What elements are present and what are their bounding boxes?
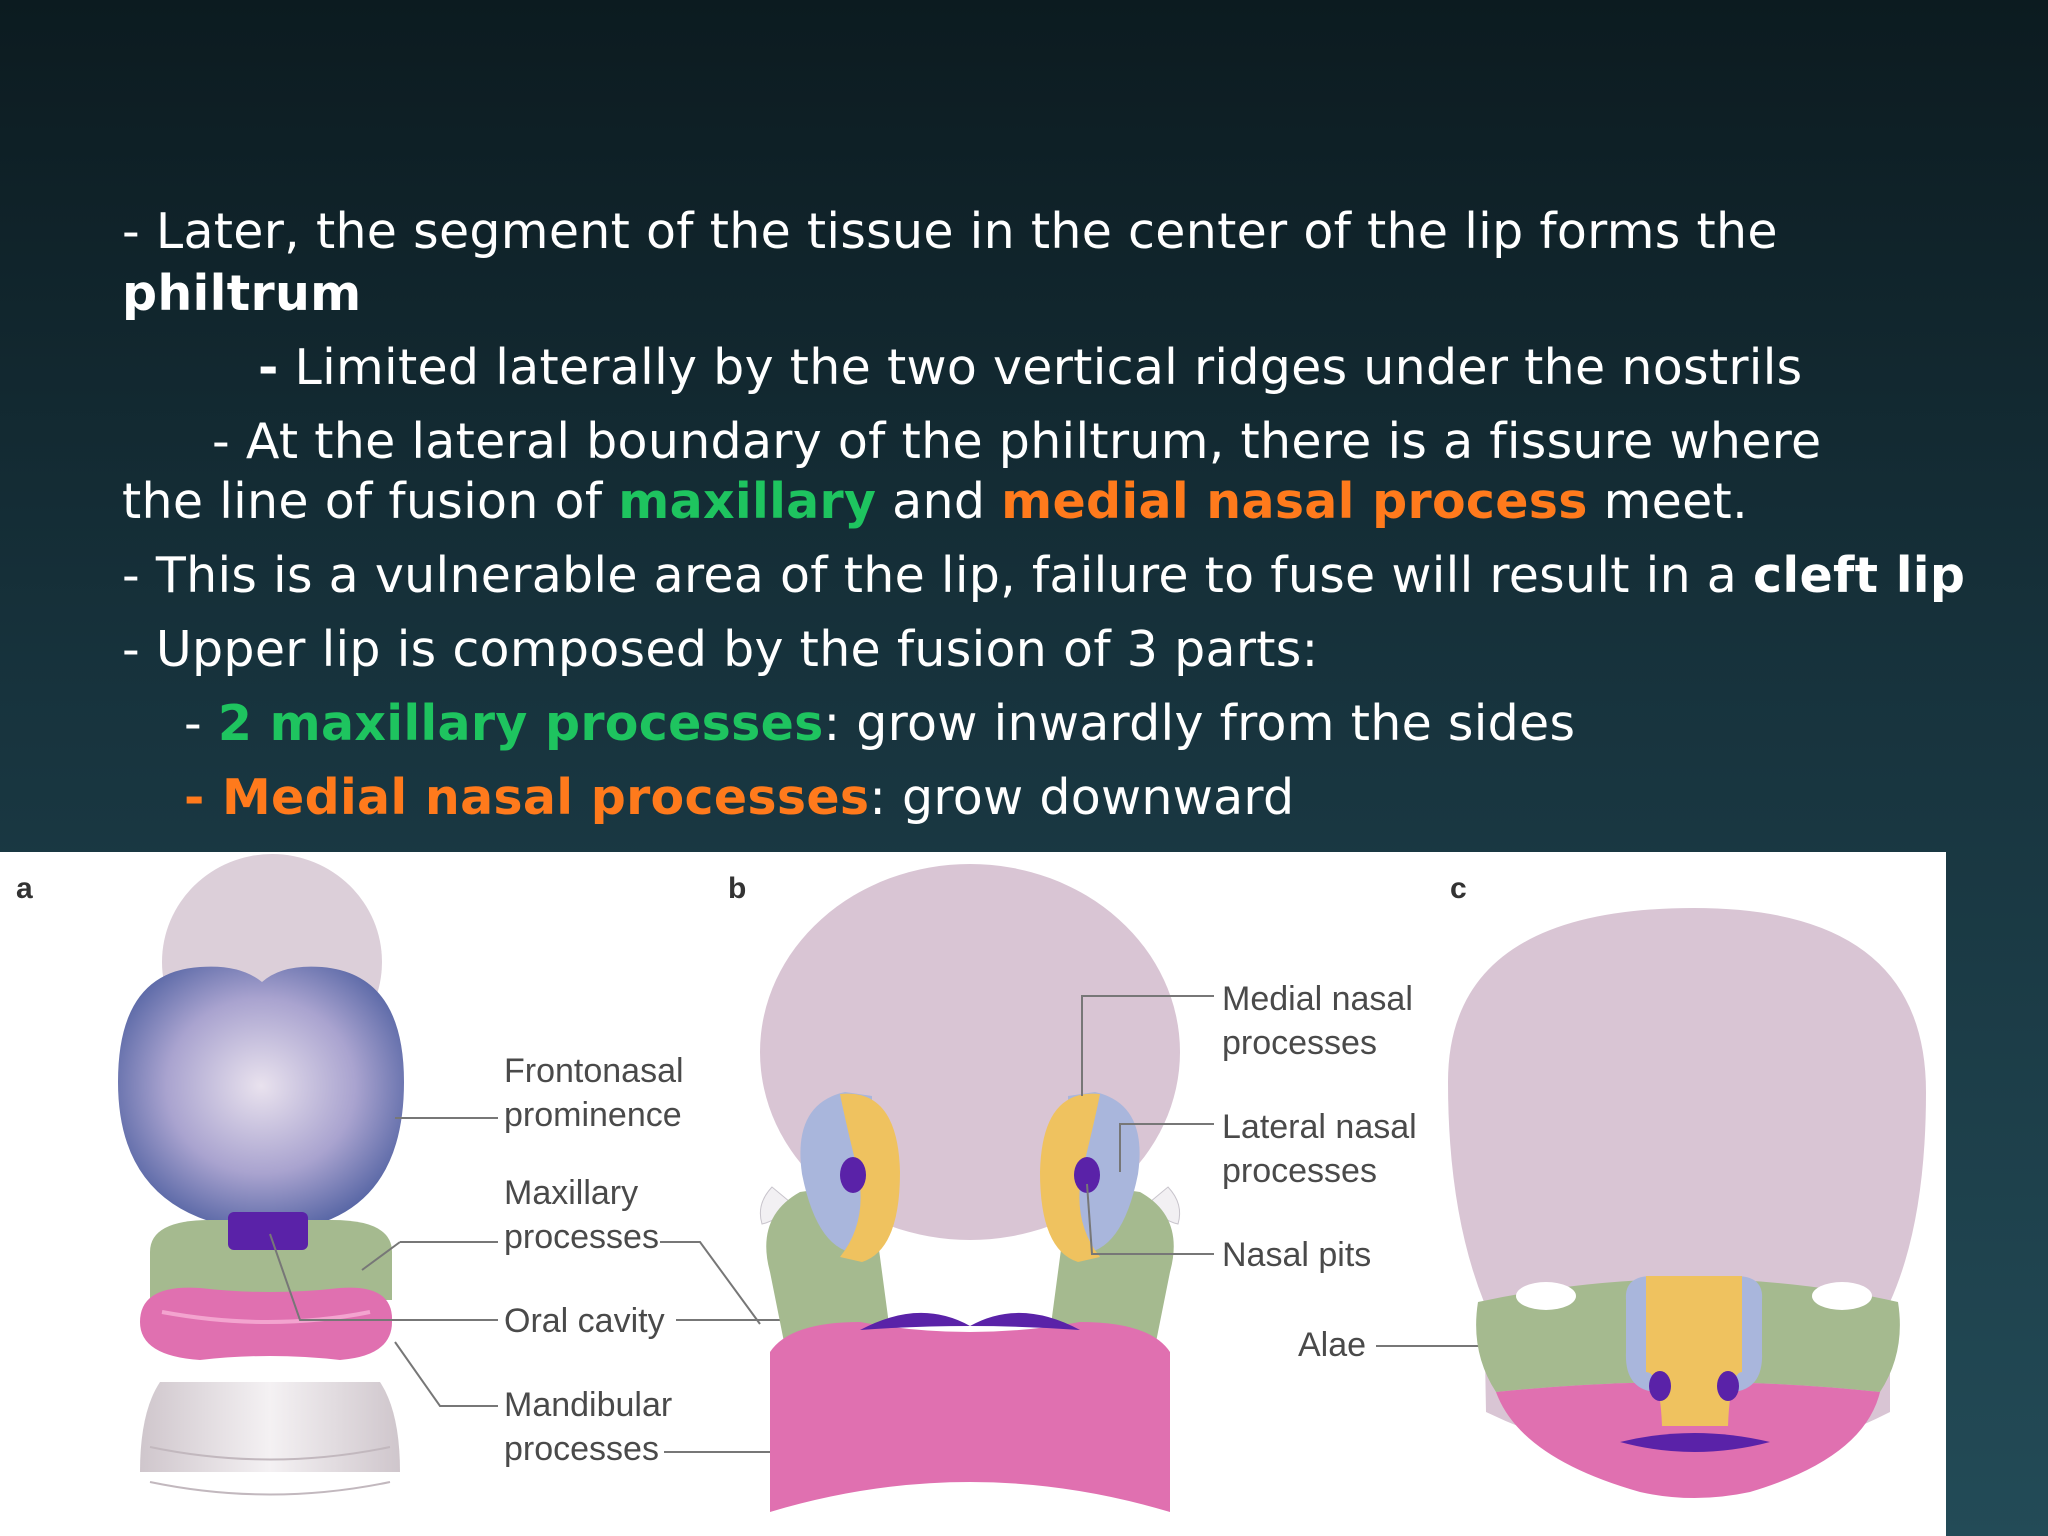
leader-lateral-nasal xyxy=(1119,1123,1214,1172)
ala-left-c xyxy=(1516,1282,1576,1310)
vulnerable-text: - This is a vulnerable area of the lip, … xyxy=(122,547,1754,604)
leader-mandibular-a xyxy=(394,1341,498,1407)
philtrum-intro: - Later, the segment of the tissue in th… xyxy=(122,203,1778,260)
label-maxillary-line2: processes xyxy=(504,1218,659,1256)
upper-lip-text: - Upper lip is composed by the fusion of… xyxy=(122,621,1319,678)
maxillary-process-a xyxy=(150,1220,392,1300)
and-text: and xyxy=(876,473,1002,530)
ala-right-c xyxy=(1812,1282,1872,1310)
label-medial-nasal-line2: processes xyxy=(1222,1024,1377,1062)
bullet-dash: - xyxy=(258,339,279,396)
label-mandibular-line2: processes xyxy=(504,1430,659,1468)
medial-nasal-left-b xyxy=(840,1093,900,1262)
text-line-6: - This is a vulnerable area of the lip, … xyxy=(122,546,1965,606)
fissure-text: - At the lateral boundary of the philtru… xyxy=(212,413,1822,470)
text-line-9: - Medial nasal processes: grow downward xyxy=(184,768,1294,828)
text-line-8: - 2 maxillary processes: grow inwardly f… xyxy=(184,694,1575,754)
medial-nasal-right-b xyxy=(1040,1093,1100,1262)
text-line-1: - Later, the segment of the tissue in th… xyxy=(122,202,1778,262)
oral-cavity-c xyxy=(1620,1433,1770,1452)
label-maxillary-line1: Maxillary xyxy=(504,1174,638,1212)
philtrum-term: philtrum xyxy=(122,265,362,322)
leader-maxillary-a xyxy=(361,1241,498,1271)
oral-cavity-b xyxy=(860,1312,1080,1330)
text-line-2: philtrum xyxy=(122,264,361,324)
medial-nasal-processes-term: - Medial nasal processes xyxy=(184,769,870,826)
label-oral-cavity: Oral cavity xyxy=(504,1302,665,1340)
mandibular-highlight-a xyxy=(161,1310,371,1324)
label-frontonasal-line2: prominence xyxy=(504,1096,682,1134)
mandibular-b xyxy=(770,1322,1170,1512)
panel-letter-a: a xyxy=(16,872,33,905)
fusion-text: the line of fusion of xyxy=(122,473,619,530)
nostril-left-c xyxy=(1649,1371,1671,1401)
text-line-4: - At the lateral boundary of the philtru… xyxy=(212,412,1821,472)
nasal-pit-left-b xyxy=(840,1157,866,1193)
embryo-c xyxy=(1448,908,1926,1498)
label-medial-nasal-line1: Medial nasal xyxy=(1222,980,1413,1018)
meet-text: meet. xyxy=(1587,473,1748,530)
label-mandibular-line1: Mandibular xyxy=(504,1386,672,1424)
leader-oral-a xyxy=(269,1233,498,1321)
text-line-5: the line of fusion of maxillary and medi… xyxy=(122,472,1748,532)
slide-text: - Later, the segment of the tissue in th… xyxy=(122,202,1965,828)
label-frontonasal-line1: Frontonasal xyxy=(504,1052,684,1090)
panel-letter-c: c xyxy=(1450,872,1467,905)
maxillary-term: maxillary xyxy=(618,473,877,530)
label-nasal-pits: Nasal pits xyxy=(1222,1236,1371,1274)
panel-letter-b: b xyxy=(728,872,746,905)
philtrum-limits: Limited laterally by the two vertical ri… xyxy=(278,339,1803,396)
embryo-face-figure: a b c Frontonasal prominence Maxillary p… xyxy=(0,852,1946,1536)
medial-nasal-c xyxy=(1646,1276,1742,1426)
frontonasal-prominence-a xyxy=(118,966,404,1232)
oral-cavity-a xyxy=(228,1212,308,1250)
bullet-dash: - xyxy=(184,695,218,752)
leader-nasal-pits xyxy=(1086,1183,1214,1255)
medial-nasal-term: medial nasal process xyxy=(1001,473,1588,530)
embryo-a xyxy=(118,854,404,1496)
labels-b: Medial nasal processes Lateral nasal pro… xyxy=(1081,980,1620,1364)
nostril-right-c xyxy=(1717,1371,1739,1401)
nasal-pit-right-b xyxy=(1074,1157,1100,1193)
neck-folds-a xyxy=(149,1446,391,1496)
leader-medial-nasal xyxy=(1081,995,1214,1096)
leader-maxillary-b xyxy=(660,1241,761,1325)
neck-a xyxy=(140,1382,400,1472)
embryo-b xyxy=(759,864,1181,1512)
text-line-7: - Upper lip is composed by the fusion of… xyxy=(122,620,1318,680)
cleft-lip-term: cleft lip xyxy=(1753,547,1966,604)
label-lateral-nasal-line1: Lateral nasal xyxy=(1222,1108,1417,1146)
label-alae: Alae xyxy=(1298,1326,1366,1364)
figure-svg: a b c Frontonasal prominence Maxillary p… xyxy=(16,854,1926,1512)
grow-downward-text: : grow downward xyxy=(869,769,1295,826)
labels-a: Frontonasal prominence Maxillary process… xyxy=(269,1052,880,1468)
maxillary-processes-term: 2 maxillary processes xyxy=(217,695,824,752)
text-line-3: - Limited laterally by the two vertical … xyxy=(258,338,1802,398)
grow-inwardly-text: : grow inwardly from the sides xyxy=(823,695,1576,752)
label-lateral-nasal-line2: processes xyxy=(1222,1152,1377,1190)
